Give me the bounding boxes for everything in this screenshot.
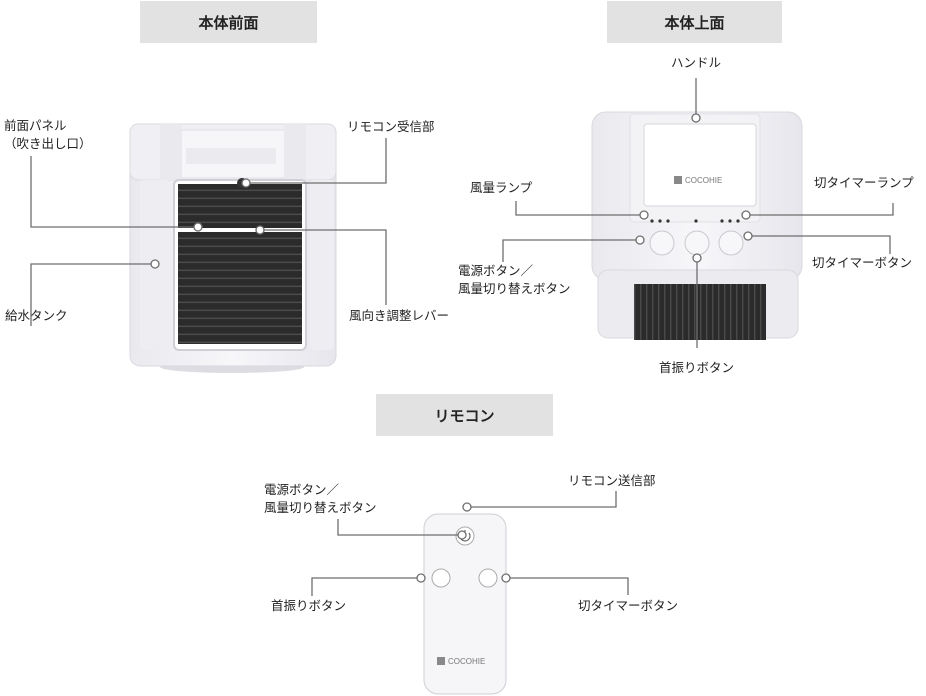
- label-louver: 風向き調整レバー: [349, 308, 450, 323]
- section-header-top: 本体上面: [607, 1, 782, 43]
- label-top-timer-button: 切タイマーボタン: [812, 255, 913, 270]
- label-front-panel-line1: 前面パネル: [4, 118, 67, 133]
- label-top-swing-button: 首振りボタン: [659, 360, 735, 375]
- front-leader-lines: [30, 138, 387, 326]
- label-remote-power-line1: 電源ボタン／: [264, 482, 340, 497]
- remote-leader-lines: [311, 491, 629, 596]
- top-unit-brand-text: COCOHIE: [685, 176, 722, 185]
- label-remote-power: 電源ボタン／ 風量切り替えボタン: [264, 481, 377, 517]
- label-handle: ハンドル: [671, 55, 722, 70]
- label-remote-receiver: リモコン受信部: [347, 119, 435, 134]
- label-top-power-line1: 電源ボタン／: [458, 263, 534, 278]
- remote-illustration: COCOHIE: [423, 513, 507, 695]
- top-leader-lines: [502, 78, 894, 348]
- label-remote-timer-button: 切タイマーボタン: [578, 598, 679, 613]
- label-top-power-line2: 風量切り替えボタン: [458, 281, 571, 296]
- label-remote-swing-button: 首振りボタン: [271, 598, 347, 613]
- label-remote-power-line2: 風量切り替えボタン: [264, 500, 377, 515]
- section-header-front: 本体前面: [140, 1, 317, 43]
- remote-brand-text: COCOHIE: [448, 657, 485, 666]
- section-header-remote: リモコン: [376, 394, 553, 436]
- label-fan-lamp: 風量ランプ: [470, 180, 533, 195]
- label-water-tank: 給水タンク: [5, 308, 68, 323]
- front-unit-illustration: [129, 123, 337, 373]
- label-top-power: 電源ボタン／ 風量切り替えボタン: [458, 262, 571, 298]
- label-timer-lamp: 切タイマーランプ: [814, 175, 914, 190]
- label-front-panel: 前面パネル （吹き出し口）: [4, 117, 92, 153]
- label-remote-transmitter: リモコン送信部: [568, 473, 656, 488]
- label-front-panel-line2: （吹き出し口）: [4, 136, 92, 151]
